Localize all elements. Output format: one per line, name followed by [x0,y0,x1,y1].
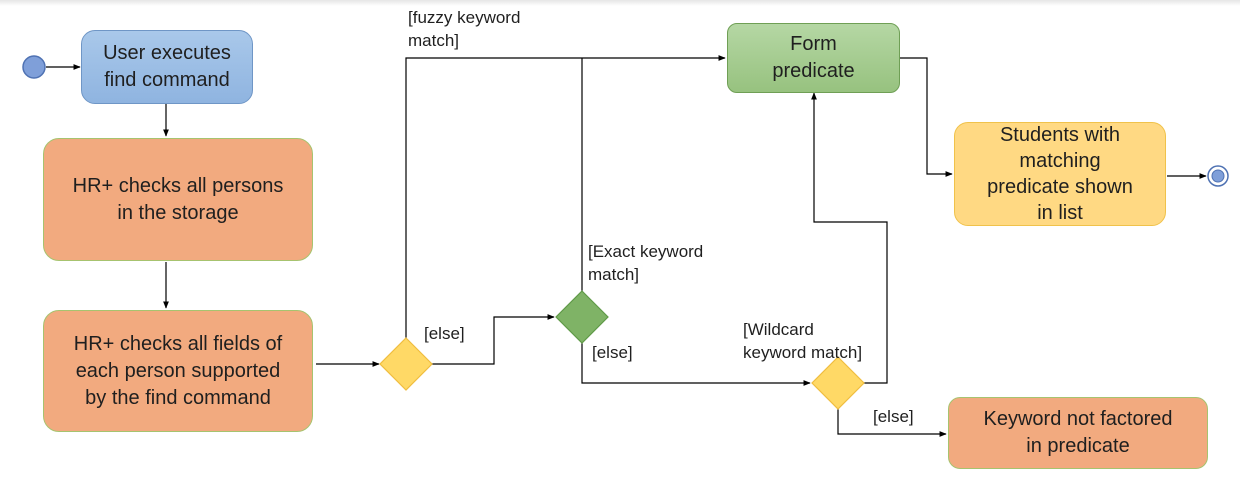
action-keyword-not-factored-label: Keyword not factored in predicate [983,408,1173,457]
action-keyword-not-factored: Keyword not factored in predicate [948,397,1208,469]
action-checks-persons-label: HR+ checks all persons in the storage [72,174,284,224]
action-checks-all-persons: HR+ checks all persons in the storage [43,138,313,261]
initial-node [22,55,46,79]
action-students-shown: Students with matching predicate shown i… [954,122,1166,226]
decision-2 [555,290,609,344]
guard-else-decision-1: [else] [424,324,465,343]
flow-decision-3-else-to-keyword-not-factored [837,409,947,437]
guard-else-decision-3: [else] [873,407,914,426]
flow-decision-3-wildcard-to-form-predicate [811,92,888,384]
top-shadow [0,0,1240,6]
guard-wildcard-keyword-match: [Wildcard keyword match] [743,320,863,362]
guard-exact-keyword-match: [Exact keyword match] [588,242,704,284]
final-node-core [1211,169,1225,183]
action-user-executes-find-command: User executes find command [81,30,253,104]
flow-decision-1-fuzzy-to-form-predicate [405,55,726,338]
action-checks-fields-label: HR+ checks all fields of each person sup… [73,332,283,409]
flow-decision-2-else-to-decision-3 [581,343,811,386]
action-checks-all-fields: HR+ checks all fields of each person sup… [43,310,313,432]
action-students-shown-label: Students with matching predicate shown i… [987,124,1133,224]
flow-decision-1-else-to-decision-2 [432,314,555,365]
action-user-executes-label: User executes find command [103,42,231,91]
flow-form-predicate-to-students [900,57,953,177]
action-form-predicate-label: Form predicate [772,33,855,82]
action-form-predicate: Form predicate [727,23,900,93]
guard-else-decision-2: [else] [592,343,633,362]
decision-3 [811,356,865,410]
guard-fuzzy-keyword-match: [fuzzy keyword match] [408,8,521,50]
decision-1 [379,337,433,391]
